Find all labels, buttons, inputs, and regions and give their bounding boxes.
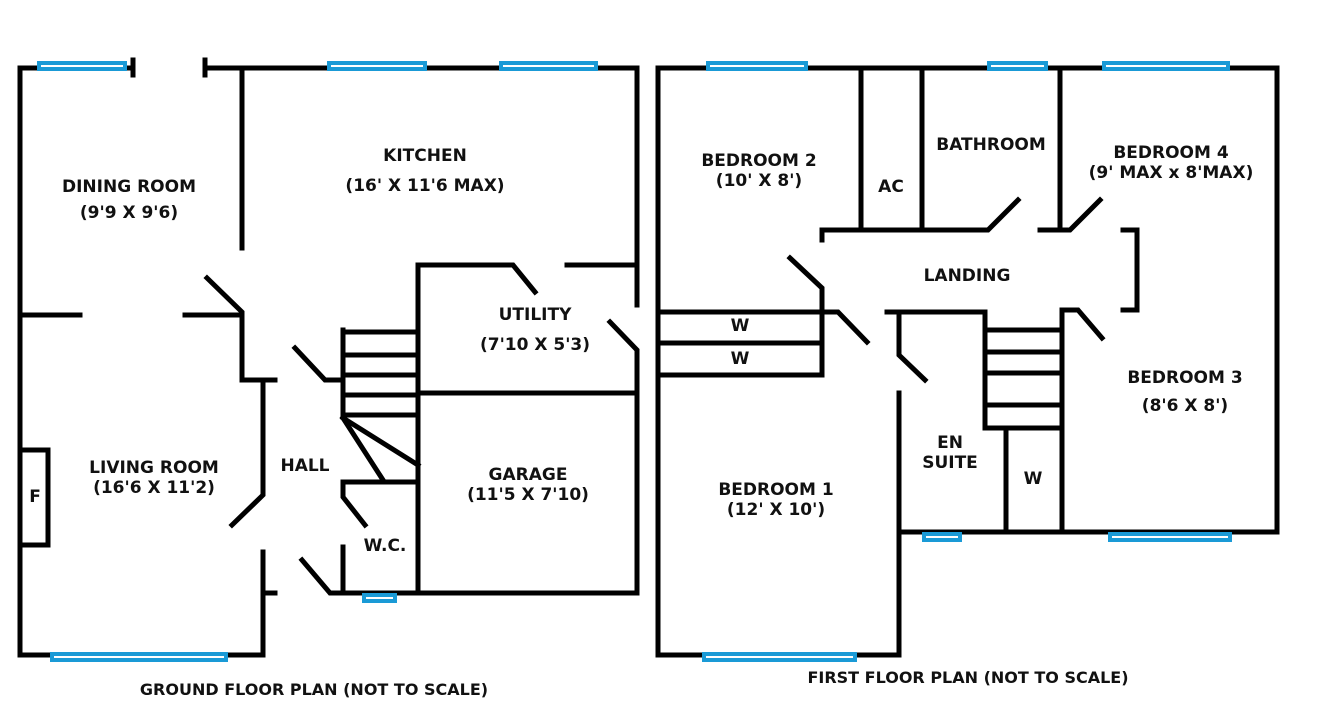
room-name: BEDROOM 4 xyxy=(1113,143,1229,163)
room-name: BEDROOM 1 xyxy=(718,480,834,500)
room-name: KITCHEN xyxy=(383,146,467,166)
room-size: (8'6 X 8') xyxy=(1141,395,1229,416)
room-size: (16'6 X 11'2) xyxy=(93,477,215,498)
room-name: UTILITY xyxy=(498,305,572,325)
room-name: LIVING ROOM xyxy=(89,458,219,478)
room-size: (9'9 X 9'6) xyxy=(79,202,179,223)
room-size: (9' MAX x 8'MAX) xyxy=(1088,162,1254,183)
room-kitchen: KITCHEN (16' X 11'6 MAX) xyxy=(345,146,505,196)
room-dining-room: DINING ROOM (9'9 X 9'6) xyxy=(62,177,196,223)
room-living-room: LIVING ROOM(16'6 X 11'2) xyxy=(89,458,219,498)
ground-floor-walls xyxy=(17,57,640,658)
room-name: DINING ROOM xyxy=(62,177,196,197)
room-bathroom: BATHROOM xyxy=(936,135,1046,155)
wardrobe-label: W xyxy=(1023,469,1043,489)
windows xyxy=(37,61,1232,662)
room-landing: LANDING xyxy=(923,266,1011,286)
room-name: BEDROOM 3 xyxy=(1127,368,1243,388)
room-bedroom-1: BEDROOM 1(12' X 10') xyxy=(718,480,834,520)
room-en-suite: EN SUITE xyxy=(922,433,978,473)
room-name: GARAGE xyxy=(488,465,568,485)
ground-floor-caption: GROUND FLOOR PLAN (NOT TO SCALE) xyxy=(139,680,489,699)
room-garage: GARAGE(11'5 X 7'10) xyxy=(467,465,589,505)
room-bedroom-2: BEDROOM 2(10' X 8') xyxy=(701,151,817,191)
room-wc: W.C. xyxy=(363,536,407,556)
room-name: BEDROOM 2 xyxy=(701,151,817,171)
room-bedroom-4: BEDROOM 4(9' MAX x 8'MAX) xyxy=(1088,143,1254,183)
wardrobe-label: W xyxy=(730,349,750,369)
room-ac: AC xyxy=(878,177,904,197)
fireplace-label: F xyxy=(29,487,41,507)
room-size: (16' X 11'6 MAX) xyxy=(345,175,505,196)
room-bedroom-3: BEDROOM 3 (8'6 X 8') xyxy=(1127,368,1243,416)
room-utility: UTILITY (7'10 X 5'3) xyxy=(479,305,591,355)
room-size: (10' X 8') xyxy=(715,170,803,191)
room-size: (12' X 10') xyxy=(726,499,826,520)
wardrobe-label: W xyxy=(730,316,750,336)
room-size: (7'10 X 5'3) xyxy=(479,334,591,355)
room-size: (11'5 X 7'10) xyxy=(467,484,589,505)
first-floor-walls xyxy=(655,65,1280,658)
room-hall: HALL xyxy=(280,456,330,476)
first-floor-caption: FIRST FLOOR PLAN (NOT TO SCALE) xyxy=(807,668,1129,687)
